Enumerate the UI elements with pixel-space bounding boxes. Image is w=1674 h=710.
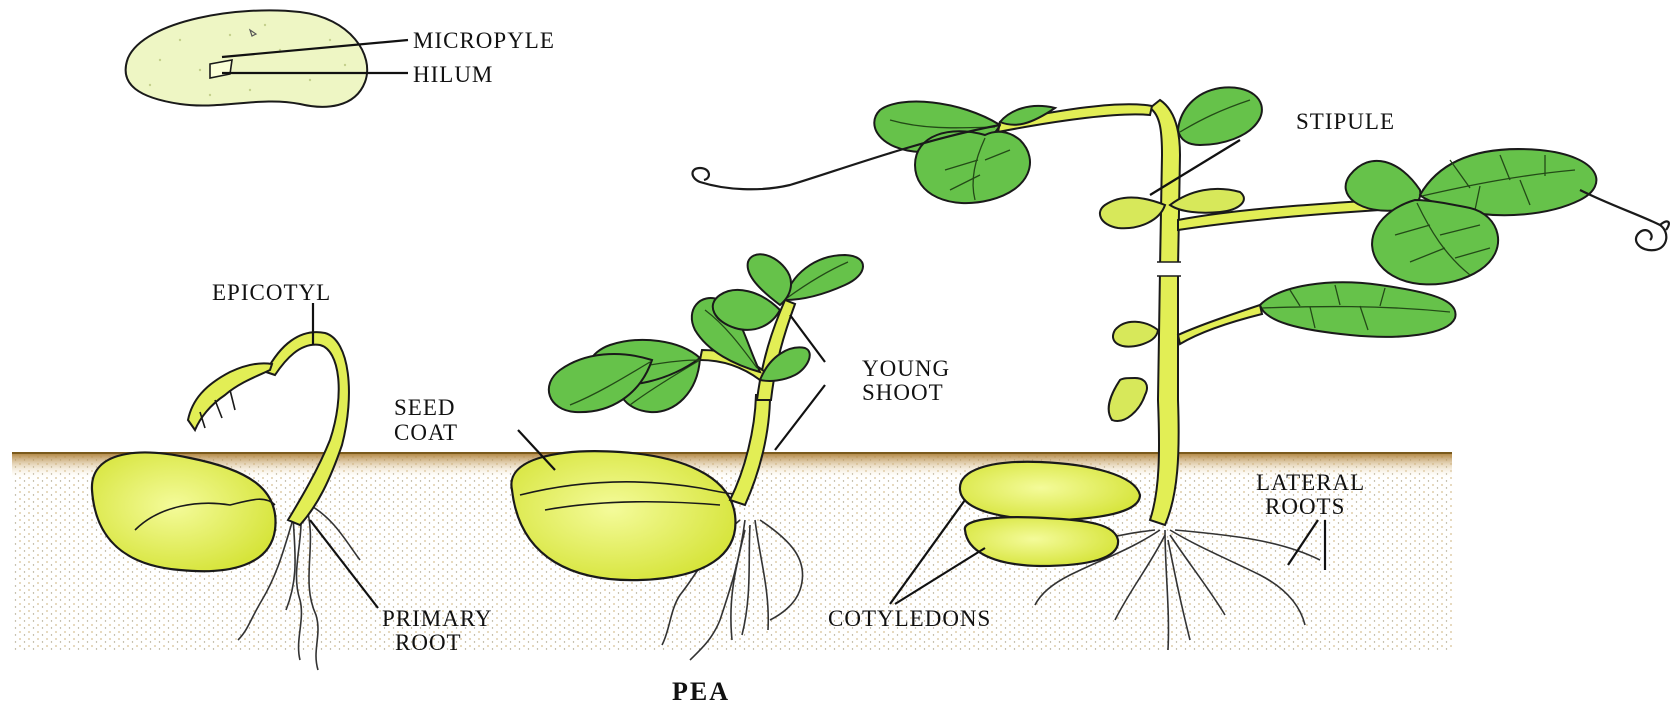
dry-seed xyxy=(126,10,368,106)
young-shoot-leader-2 xyxy=(775,385,825,450)
micropyle-label: MICROPYLE xyxy=(413,28,555,53)
primary-root-label-line2: ROOT xyxy=(395,630,462,655)
lateral-roots-label-line2: ROOTS xyxy=(1265,494,1345,519)
young-shoot-label-line1: YOUNG xyxy=(862,356,950,381)
stipule-label: STIPULE xyxy=(1296,109,1395,134)
diagram-title: PEA xyxy=(672,677,730,706)
primary-root-label-line1: PRIMARY xyxy=(382,606,493,631)
hilum-label: HILUM xyxy=(413,62,493,87)
cotyledons-label: COTYLEDONS xyxy=(828,606,991,631)
seed-coat-label-line1: SEED xyxy=(394,395,456,420)
seed-coat-label-line2: COAT xyxy=(394,420,458,445)
young-shoot-label-line2: SHOOT xyxy=(862,380,944,405)
lateral-roots-label-line1: LATERAL xyxy=(1256,470,1365,495)
epicotyl-label: EPICOTYL xyxy=(212,280,331,305)
